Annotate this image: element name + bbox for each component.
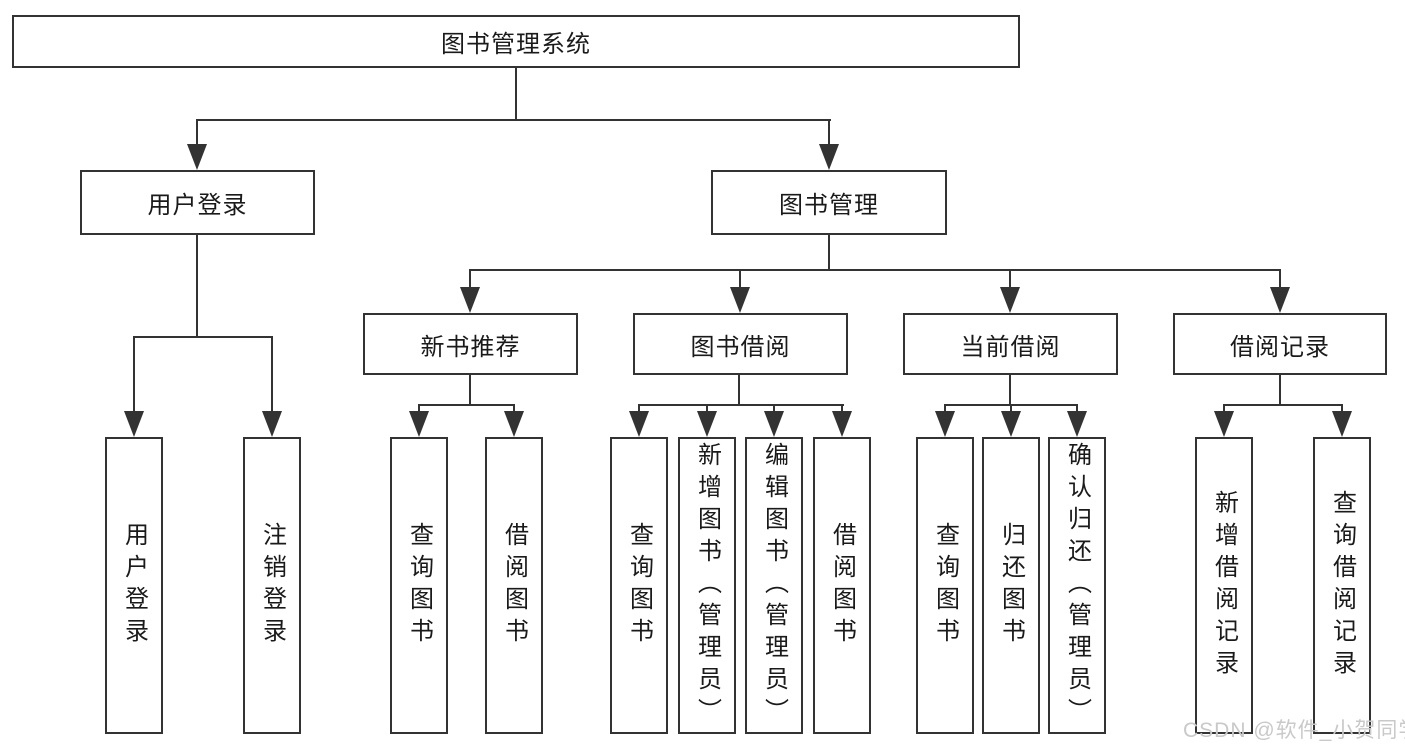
arrow-down-icon — [730, 287, 750, 313]
connector-line-v — [638, 404, 640, 413]
arrow-down-icon — [697, 411, 717, 437]
arrow-down-icon — [629, 411, 649, 437]
connector-line-v — [133, 336, 135, 412]
arrow-down-icon — [409, 411, 429, 437]
arrow-down-icon — [1000, 287, 1020, 313]
node-library-system: 图书管理系统 — [12, 15, 1020, 68]
leaf-user-login: 用户登录 — [105, 437, 163, 734]
leaf-query-books-borrowing: 查询图书 — [610, 437, 668, 734]
arrow-down-icon — [935, 411, 955, 437]
arrow-down-icon — [1001, 411, 1021, 437]
connector-line-v — [706, 404, 708, 413]
node-new-book-recommend: 新书推荐 — [363, 313, 578, 375]
connector-line-v — [196, 235, 198, 338]
arrow-down-icon — [1332, 411, 1352, 437]
node-user-login: 用户登录 — [80, 170, 315, 235]
connector-line-v — [1279, 375, 1281, 406]
connector-line-v — [1009, 269, 1011, 289]
connector-line-v — [738, 375, 740, 406]
connector-line-h — [196, 119, 831, 121]
leaf-add-borrow-record: 新增借阅记录 — [1195, 437, 1253, 734]
arrow-down-icon — [819, 144, 839, 170]
connector-line-v — [944, 404, 946, 413]
csdn-watermark: CSDN @软件_小贺同学 — [1183, 719, 1405, 742]
connector-line-v — [513, 404, 515, 413]
arrow-down-icon — [124, 411, 144, 437]
leaf-query-books-current: 查询图书 — [916, 437, 974, 734]
arrow-down-icon — [187, 144, 207, 170]
arrow-down-icon — [764, 411, 784, 437]
connector-line-h — [133, 336, 273, 338]
connector-line-h — [638, 404, 844, 406]
leaf-confirm-return-admin: 确认归还（管理员） — [1048, 437, 1106, 734]
connector-line-v — [828, 119, 830, 146]
leaf-borrow-books-recommend: 借阅图书 — [485, 437, 543, 734]
connector-line-v — [418, 404, 420, 413]
connector-line-v — [739, 269, 741, 289]
node-borrowing-records: 借阅记录 — [1173, 313, 1387, 375]
connector-line-h — [469, 269, 1281, 271]
arrow-down-icon — [1067, 411, 1087, 437]
connector-line-v — [196, 119, 198, 146]
leaf-query-books-recommend: 查询图书 — [390, 437, 448, 734]
arrow-down-icon — [504, 411, 524, 437]
leaf-return-book: 归还图书 — [982, 437, 1040, 734]
connector-line-v — [1279, 269, 1281, 289]
connector-line-v — [469, 269, 471, 289]
leaf-logout: 注销登录 — [243, 437, 301, 734]
leaf-borrow-books: 借阅图书 — [813, 437, 871, 734]
connector-line-h — [418, 404, 515, 406]
arrow-down-icon — [262, 411, 282, 437]
arrow-down-icon — [832, 411, 852, 437]
node-book-management: 图书管理 — [711, 170, 947, 235]
leaf-query-borrow-record: 查询借阅记录 — [1313, 437, 1371, 734]
leaf-edit-book-admin: 编辑图书（管理员） — [745, 437, 803, 734]
connector-line-v — [828, 235, 830, 271]
arrow-down-icon — [1214, 411, 1234, 437]
node-book-borrowing: 图书借阅 — [633, 313, 848, 375]
connector-line-v — [515, 68, 517, 121]
connector-line-v — [271, 336, 273, 412]
leaf-add-book-admin: 新增图书（管理员） — [678, 437, 736, 734]
arrow-down-icon — [1270, 287, 1290, 313]
connector-line-v — [841, 404, 843, 413]
node-current-borrowing: 当前借阅 — [903, 313, 1118, 375]
connector-line-v — [1009, 375, 1011, 406]
connector-line-v — [1010, 404, 1012, 413]
connector-line-v — [1341, 404, 1343, 413]
connector-line-v — [469, 375, 471, 406]
connector-line-v — [1076, 404, 1078, 413]
connector-line-v — [1223, 404, 1225, 413]
arrow-down-icon — [460, 287, 480, 313]
connector-line-v — [773, 404, 775, 413]
connector-line-h — [1223, 404, 1343, 406]
